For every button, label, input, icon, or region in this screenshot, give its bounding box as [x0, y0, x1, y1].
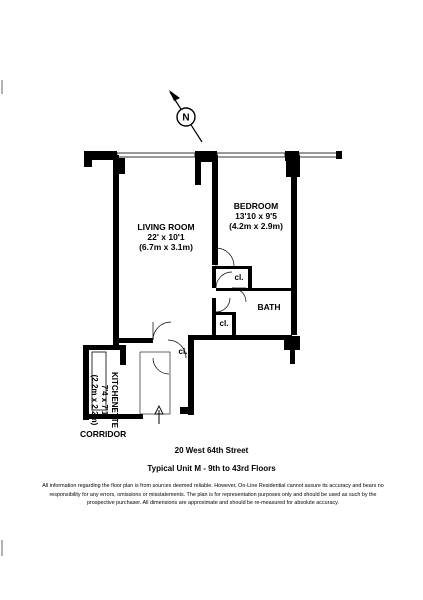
bedroom-dim-imperial: 13'10 x 9'5	[235, 211, 277, 221]
building-address: 20 West 64th Street	[174, 446, 249, 455]
disclaimer-text: All information regarding the floor plan…	[42, 483, 384, 506]
closet-label: cl.	[219, 319, 229, 328]
bedroom-name: BEDROOM	[233, 201, 279, 211]
closet-label: cl.	[178, 347, 188, 356]
unit-title: Typical Unit M - 9th to 43rd Floors	[147, 464, 276, 473]
closet-label: cl.	[234, 273, 244, 282]
bath-label: BATH	[257, 302, 281, 312]
kitchenette-name: KITCHENETTE	[110, 372, 119, 428]
living-room-dim-imperial: 22' x 10'1	[147, 232, 185, 242]
kitchenette-walls	[83, 345, 171, 420]
kitchenette-dim-metric: (2.2m x 2.2m)	[90, 374, 99, 426]
entry-arrow-icon	[154, 404, 164, 424]
kitchenette-dim-imperial: 7'4 x 7'1	[100, 384, 109, 416]
kitchenette-label: KITCHENETTE 7'4 x 7'1 (2.2m x 2.2m)	[89, 370, 119, 430]
door-swings	[152, 247, 247, 375]
compass-label: N	[182, 113, 189, 124]
living-room-name: LIVING ROOM	[137, 222, 195, 232]
bedroom-dim-metric: (4.2m x 2.9m)	[229, 221, 283, 231]
compass-icon: N	[164, 90, 208, 143]
living-room-dim-metric: (6.7m x 3.1m)	[139, 242, 193, 252]
corridor-label: CORRIDOR	[80, 429, 127, 439]
exterior-walls	[84, 151, 300, 415]
interior-walls	[212, 266, 292, 338]
